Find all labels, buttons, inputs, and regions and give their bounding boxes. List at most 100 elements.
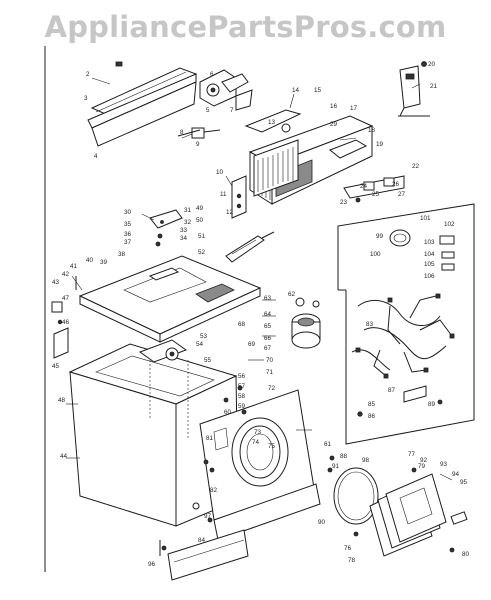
door-assembly — [327, 455, 468, 557]
callout-103: 103 — [424, 239, 435, 246]
front-panel — [199, 389, 315, 521]
callout-105: 105 — [424, 261, 435, 268]
callout-7: 7 — [230, 107, 234, 114]
callout-89: 89 — [428, 401, 436, 408]
callout-102: 102 — [444, 221, 455, 228]
callout-31: 31 — [184, 207, 192, 214]
callout-62: 62 — [288, 291, 296, 298]
callout-64: 64 — [264, 311, 272, 318]
callout-14: 14 — [292, 87, 300, 94]
callout-30: 30 — [124, 209, 132, 216]
callout-38: 38 — [118, 251, 126, 258]
callout-67: 67 — [264, 345, 272, 352]
callout-86: 86 — [368, 413, 376, 420]
callout-87: 87 — [388, 387, 396, 394]
panel-bracket — [231, 175, 247, 219]
vent-grille — [253, 139, 299, 197]
callout-73: 73 — [254, 429, 262, 436]
callout-48: 48 — [58, 397, 66, 404]
callout-96: 96 — [148, 561, 156, 568]
callout-71: 71 — [266, 369, 274, 376]
callout-18: 18 — [368, 127, 376, 134]
callout-10: 10 — [216, 169, 224, 176]
callout-53: 53 — [200, 333, 208, 340]
callout-84: 84 — [198, 537, 206, 544]
callout-85: 85 — [368, 401, 376, 408]
door-switch-bracket — [398, 61, 430, 117]
callout-78: 78 — [348, 557, 356, 564]
callout-68: 68 — [238, 321, 246, 328]
timer-switch-assembly — [177, 69, 253, 139]
callout-22: 22 — [412, 163, 420, 170]
callout-99: 99 — [376, 233, 384, 240]
callout-43: 43 — [52, 279, 60, 286]
callout-98: 98 — [362, 457, 370, 464]
callout-40: 40 — [86, 257, 94, 264]
callout-25: 25 — [372, 191, 380, 198]
watermark: AppliancePartsPros.com — [44, 10, 447, 44]
callout-32: 32 — [184, 219, 192, 226]
callout-91: 91 — [332, 463, 340, 470]
callout-70: 70 — [266, 357, 274, 364]
callout-69: 69 — [248, 341, 256, 348]
callout-41: 41 — [70, 263, 78, 270]
callout-79: 79 — [418, 463, 426, 470]
control-panel-trim — [87, 61, 198, 147]
callout-66: 66 — [264, 335, 272, 342]
front-hardware — [159, 385, 247, 556]
callout-47: 47 — [62, 295, 70, 302]
lid-latch-parts — [149, 209, 183, 247]
callout-94: 94 — [452, 471, 460, 478]
callout-16: 16 — [330, 103, 338, 110]
callout-9: 9 — [196, 141, 200, 148]
callout-6: 6 — [210, 71, 214, 78]
callout-65: 65 — [264, 323, 272, 330]
callout-15: 15 — [314, 87, 322, 94]
callout-2: 2 — [86, 71, 90, 78]
switch-small-parts — [343, 175, 405, 203]
callout-45: 45 — [52, 363, 60, 370]
side-hardware — [51, 276, 77, 359]
callout-52: 52 — [198, 249, 206, 256]
callout-104: 104 — [424, 251, 435, 258]
callout-93: 93 — [440, 461, 448, 468]
callout-54: 54 — [196, 341, 204, 348]
callout-55: 55 — [204, 357, 212, 364]
callout-50: 50 — [196, 217, 204, 224]
callout-60: 60 — [224, 409, 232, 416]
callout-72: 72 — [268, 385, 276, 392]
callout-58: 58 — [238, 393, 246, 400]
callout-3: 3 — [84, 95, 88, 102]
callout-39: 39 — [100, 259, 108, 266]
callout-26: 26 — [392, 181, 400, 188]
callout-19: 19 — [376, 141, 384, 148]
callout-61: 61 — [324, 441, 332, 448]
callout-12: 12 — [226, 209, 234, 216]
callout-90: 90 — [318, 519, 326, 526]
blower-parts — [291, 297, 321, 349]
callout-92: 92 — [420, 457, 428, 464]
callout-57: 57 — [238, 383, 246, 390]
callout-46: 46 — [62, 319, 70, 326]
callout-95: 95 — [460, 479, 468, 486]
callout-11: 11 — [220, 191, 227, 198]
callout-27: 27 — [398, 191, 406, 198]
callout-8: 8 — [180, 129, 184, 136]
callout-74: 74 — [252, 439, 260, 446]
callout-97: 97 — [204, 513, 212, 520]
callout-77: 77 — [408, 451, 416, 458]
callout-29: 29 — [330, 121, 338, 128]
callout-13: 13 — [268, 119, 276, 126]
callout-36: 36 — [124, 231, 132, 238]
callout-17: 17 — [350, 105, 358, 112]
callout-80: 80 — [462, 551, 470, 558]
callout-5: 5 — [206, 107, 210, 114]
callout-59: 59 — [238, 403, 246, 410]
cabinet-top — [78, 255, 262, 343]
callout-81: 81 — [206, 435, 214, 442]
callout-82: 82 — [210, 487, 218, 494]
callout-4: 4 — [94, 153, 98, 160]
kick-panel — [167, 483, 321, 581]
callout-35: 35 — [124, 221, 132, 228]
